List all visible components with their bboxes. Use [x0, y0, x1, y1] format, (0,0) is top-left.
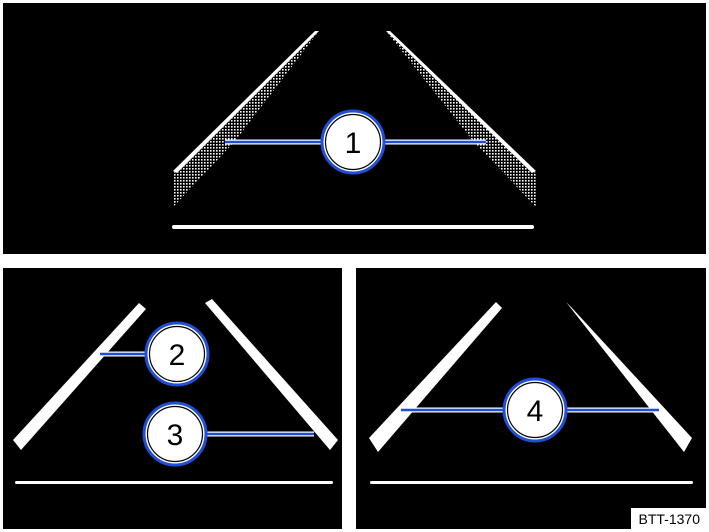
callout-3-marker: 3: [142, 401, 208, 467]
callout-1-marker: 1: [320, 109, 386, 175]
bottom-distance-line: [370, 481, 693, 484]
callout-2-marker: 2: [144, 321, 210, 387]
bottom-distance-line: [172, 225, 534, 229]
left-guide-line: [13, 303, 146, 450]
camera-view-bottom-right: 4: [356, 268, 706, 529]
bottom-distance-line: [15, 481, 333, 484]
left-lane-edge: [173, 31, 319, 173]
right-lane-wedge: [386, 31, 536, 207]
camera-view-bottom-left: 2 3: [3, 268, 342, 529]
callout-2-label: 2: [169, 339, 186, 372]
right-guide-line: [566, 302, 692, 452]
right-lane-edge: [386, 31, 536, 173]
callout-1-label: 1: [345, 127, 362, 160]
callout-4-marker: 4: [502, 377, 568, 443]
guide-lines-top: [172, 31, 536, 229]
camera-view-top: 1: [3, 3, 706, 254]
left-lane-wedge: [173, 31, 319, 207]
guide-lines-bottom-left: 2 3: [13, 299, 338, 484]
figure-code: BTT-1370: [629, 507, 706, 529]
callout-3-label: 3: [167, 419, 184, 452]
right-guide-line: [205, 299, 338, 450]
guide-lines-bottom-right: 4: [369, 302, 693, 484]
callout-4-label: 4: [527, 395, 544, 428]
left-guide-line: [369, 302, 502, 452]
